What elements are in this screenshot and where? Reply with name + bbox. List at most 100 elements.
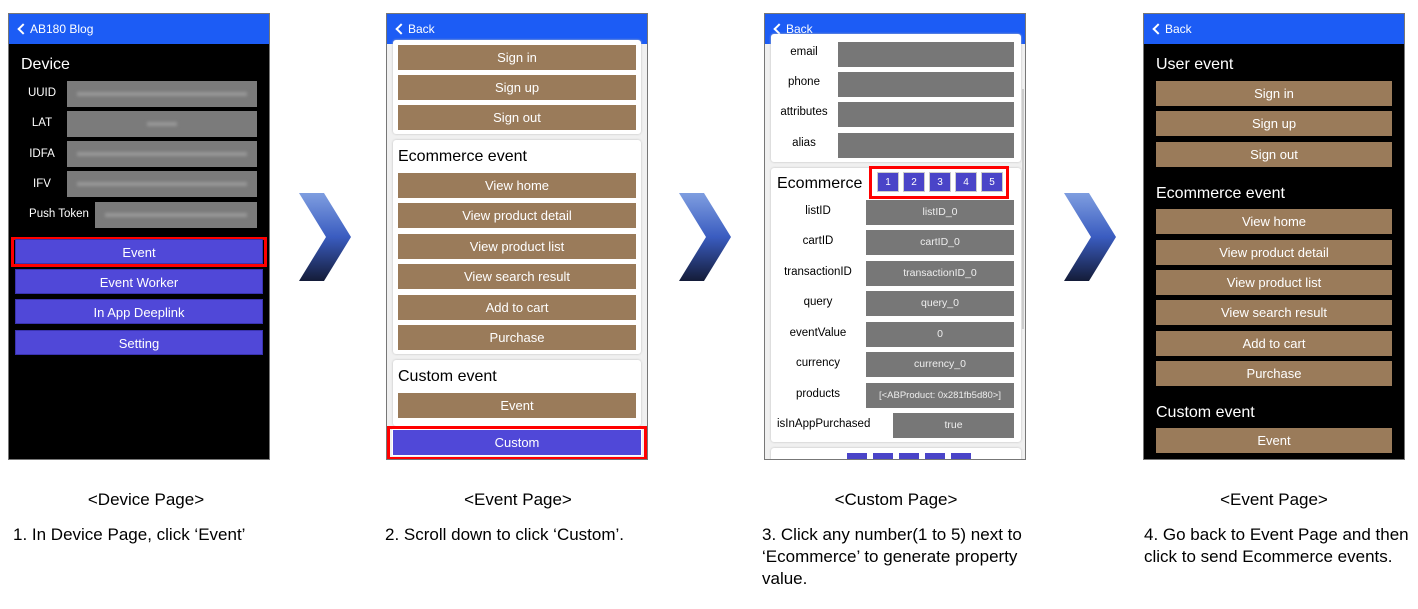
step-1: 1. In Device Page, click ‘Event’ <box>13 525 246 544</box>
transactionid-label: transactionID <box>784 266 852 278</box>
highlight-box <box>869 166 1009 199</box>
number-button-4[interactable]: 4 <box>955 172 977 192</box>
transactionid-field[interactable]: transactionID_0 <box>866 261 1014 286</box>
listid-field[interactable]: listID_0 <box>866 200 1014 225</box>
sign-in-button[interactable]: Sign in <box>398 45 636 70</box>
back-chevron-icon[interactable] <box>395 23 407 35</box>
back-chevron-icon[interactable] <box>1152 23 1164 35</box>
custom-event-button[interactable]: Event <box>1156 428 1392 453</box>
back-chevron-icon[interactable] <box>17 23 29 35</box>
sign-up-button[interactable]: Sign up <box>398 75 636 100</box>
sign-up-button[interactable]: Sign up <box>1156 111 1392 136</box>
next-number-buttons <box>847 453 977 459</box>
view-search-result-button[interactable]: View search result <box>398 264 636 289</box>
highlight-box <box>387 426 647 459</box>
view-product-list-button[interactable]: View product list <box>398 234 636 259</box>
chevron-right-icon <box>299 193 351 281</box>
currency-label: currency <box>795 357 841 369</box>
back-button[interactable]: AB180 Blog <box>30 22 94 36</box>
back-button[interactable]: Back <box>1165 22 1192 36</box>
event-page-screen-dark: Back User event Sign in Sign up Sign out… <box>1143 13 1405 460</box>
products-field[interactable]: [<ABProduct: 0x281fb5d80>] <box>866 383 1014 408</box>
alias-label: alias <box>792 137 816 149</box>
view-product-detail-button[interactable]: View product detail <box>1156 240 1392 265</box>
step-4: 4. Go back to Event Page and then click … <box>1144 525 1409 566</box>
event-button[interactable]: Event <box>15 239 263 264</box>
eventvalue-field[interactable]: 0 <box>866 322 1014 347</box>
query-field[interactable]: query_0 <box>866 291 1014 316</box>
view-home-button[interactable]: View home <box>398 173 636 198</box>
step-2: 2. Scroll down to click ‘Custom’. <box>385 525 625 544</box>
eventvalue-label: eventValue <box>789 327 847 339</box>
step-3: 3. Click any number(1 to 5) next to ‘Eco… <box>762 525 1022 588</box>
add-to-cart-button[interactable]: Add to cart <box>398 295 636 320</box>
nav-bar: Back <box>387 14 647 44</box>
idfa-field <box>67 141 257 167</box>
email-label: email <box>790 46 818 58</box>
caption-event-page: <Event Page> <box>464 490 572 509</box>
caption-custom-page: <Custom Page> <box>834 490 958 509</box>
device-page-screen: AB180 Blog Device UUID LAT IDFA IFV Push… <box>8 13 270 460</box>
nav-bar: Back <box>1144 14 1404 44</box>
products-label: products <box>795 388 841 400</box>
cartid-field[interactable]: cartID_0 <box>866 230 1014 255</box>
phone-field[interactable] <box>838 72 1014 97</box>
listid-label: listID <box>805 205 831 217</box>
back-button[interactable]: Back <box>408 22 435 36</box>
back-chevron-icon[interactable] <box>773 23 785 35</box>
push-token-field <box>95 202 257 228</box>
number-button-1[interactable]: 1 <box>877 172 899 192</box>
lat-label: LAT <box>31 117 53 129</box>
purchase-button[interactable]: Purchase <box>398 325 636 350</box>
email-field[interactable] <box>838 42 1014 67</box>
uuid-label: UUID <box>27 87 57 99</box>
custom-page-screen: Back email phone attributes alias Ecomme… <box>764 13 1026 460</box>
scrollbar[interactable] <box>1022 89 1024 329</box>
isinapppurchased-label: isInAppPurchased <box>777 418 871 430</box>
event-page-screen: Back Sign in Sign up Sign out Ecommerce … <box>386 13 648 460</box>
view-product-list-button[interactable]: View product list <box>1156 270 1392 295</box>
idfa-label: IDFA <box>29 148 55 160</box>
sign-out-button[interactable]: Sign out <box>1156 142 1392 167</box>
number-button-5[interactable]: 5 <box>981 172 1003 192</box>
chevron-right-icon <box>1064 193 1116 281</box>
phone-label: phone <box>788 76 820 88</box>
custom-event-button[interactable]: Event <box>398 393 636 418</box>
nav-bar: AB180 Blog <box>9 14 269 44</box>
uuid-field <box>67 81 257 107</box>
caption-device-page: <Device Page> <box>87 490 205 509</box>
chevron-right-icon <box>679 193 731 281</box>
add-to-cart-button[interactable]: Add to cart <box>1156 331 1392 356</box>
ifv-field <box>67 171 257 197</box>
number-button-3[interactable]: 3 <box>929 172 951 192</box>
view-search-result-button[interactable]: View search result <box>1156 300 1392 325</box>
view-product-detail-button[interactable]: View product detail <box>398 203 636 228</box>
purchase-button[interactable]: Purchase <box>1156 361 1392 386</box>
view-home-button[interactable]: View home <box>1156 209 1392 234</box>
caption-event-page-2: <Event Page> <box>1220 490 1328 509</box>
custom-button[interactable]: Custom <box>392 429 642 456</box>
in-app-deeplink-button[interactable]: In App Deeplink <box>15 299 263 324</box>
setting-button[interactable]: Setting <box>15 330 263 355</box>
back-button[interactable]: Back <box>786 22 813 36</box>
event-worker-button[interactable]: Event Worker <box>15 269 263 294</box>
sign-out-button[interactable]: Sign out <box>398 105 636 130</box>
alias-field[interactable] <box>838 133 1014 158</box>
custom-event-title: Custom event <box>398 368 497 385</box>
attributes-label: attributes <box>780 106 828 118</box>
ecommerce-event-title: Ecommerce event <box>398 148 527 165</box>
custom-event-title: Custom event <box>1156 404 1255 421</box>
attributes-field[interactable] <box>838 102 1014 127</box>
query-label: query <box>803 296 833 308</box>
number-button-2[interactable]: 2 <box>903 172 925 192</box>
cartid-label: cartID <box>802 235 834 247</box>
device-title: Device <box>21 56 70 73</box>
highlight-box <box>11 237 267 267</box>
ecommerce-title: Ecommerce <box>777 175 863 192</box>
sign-in-button[interactable]: Sign in <box>1156 81 1392 106</box>
lat-field <box>67 111 257 137</box>
push-token-label: Push Token <box>29 208 89 220</box>
ifv-label: IFV <box>33 178 51 190</box>
isinapppurchased-field[interactable]: true <box>893 413 1014 438</box>
currency-field[interactable]: currency_0 <box>866 352 1014 377</box>
